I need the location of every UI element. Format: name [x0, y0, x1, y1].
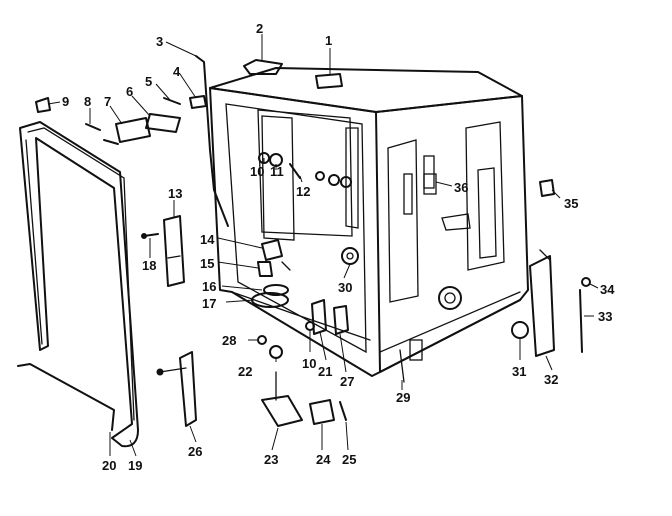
callout-17: 17	[202, 296, 216, 311]
foot-31	[511, 321, 529, 339]
clip-35	[539, 179, 555, 197]
callout-6: 6	[126, 84, 133, 99]
callout-3: 3	[156, 34, 163, 49]
callout-7: 7	[104, 94, 111, 109]
callout-9: 9	[62, 94, 69, 109]
callout-34: 34	[600, 282, 615, 297]
callout-8: 8	[84, 94, 91, 109]
callout-11: 11	[270, 164, 284, 179]
door-rod	[17, 363, 115, 431]
callout-16: 16	[202, 279, 216, 294]
clip-27	[333, 305, 349, 335]
callout-28: 28	[222, 333, 236, 348]
callout-27: 27	[340, 374, 354, 389]
hinge-bracket-6	[145, 113, 181, 133]
gasket-16	[263, 284, 289, 296]
screw-5	[163, 97, 181, 105]
rod-33	[579, 289, 583, 353]
top-latch-plate	[315, 73, 343, 89]
callout-33: 33	[598, 309, 612, 324]
callout-15: 15	[200, 256, 214, 271]
callout-29: 29	[396, 390, 410, 405]
callout-18: 18	[142, 258, 156, 273]
callout-24: 24	[316, 452, 331, 467]
hinge-23	[261, 395, 303, 427]
callout-1: 1	[325, 33, 332, 48]
callout-13: 13	[168, 186, 182, 201]
callout-20: 20	[102, 458, 116, 473]
callout-31: 31	[512, 364, 526, 379]
callout-22: 22	[238, 364, 252, 379]
callout-10-upper: 10	[250, 164, 264, 179]
pump-housing-14	[261, 239, 283, 261]
callout-labels: 1 2 3 4 5 6 7 8 9 10 11 12 13 14 15 16 1…	[62, 21, 615, 473]
callout-32: 32	[544, 372, 558, 387]
door-gasket-frame	[19, 121, 139, 448]
washer-22	[269, 345, 283, 359]
callout-2: 2	[256, 21, 263, 36]
leader-lines	[47, 34, 599, 457]
screw-25	[339, 401, 347, 421]
callout-14: 14	[200, 232, 215, 247]
callout-12: 12	[296, 184, 310, 199]
latch-26	[179, 351, 197, 427]
callout-26: 26	[188, 444, 202, 459]
hinge-arm	[195, 55, 229, 227]
screw-8b	[103, 139, 119, 145]
fitting-12	[289, 163, 301, 179]
clip-9	[35, 97, 51, 113]
side-bracket-32	[529, 255, 555, 357]
callout-4: 4	[173, 64, 181, 79]
screw-34	[581, 277, 591, 287]
callout-35: 35	[564, 196, 578, 211]
nut-28	[257, 335, 267, 345]
callout-21: 21	[318, 364, 332, 379]
callout-30: 30	[338, 280, 352, 295]
bracket-part-4	[189, 95, 207, 109]
slide-36	[423, 173, 437, 195]
screw-8	[85, 123, 101, 131]
base-29	[399, 349, 405, 383]
callout-5: 5	[145, 74, 152, 89]
hinge-plate-7	[115, 117, 151, 143]
hinge-24	[309, 399, 335, 425]
door-bracket-13	[163, 215, 185, 287]
callout-23: 23	[264, 452, 278, 467]
callout-36: 36	[454, 180, 468, 195]
callout-10-lower: 10	[302, 356, 316, 371]
part-30	[341, 247, 359, 265]
callout-19: 19	[128, 458, 142, 473]
top-clip	[243, 59, 283, 75]
dishwasher-tub	[209, 67, 529, 377]
callout-25: 25	[342, 452, 356, 467]
fitting-15	[257, 261, 273, 277]
